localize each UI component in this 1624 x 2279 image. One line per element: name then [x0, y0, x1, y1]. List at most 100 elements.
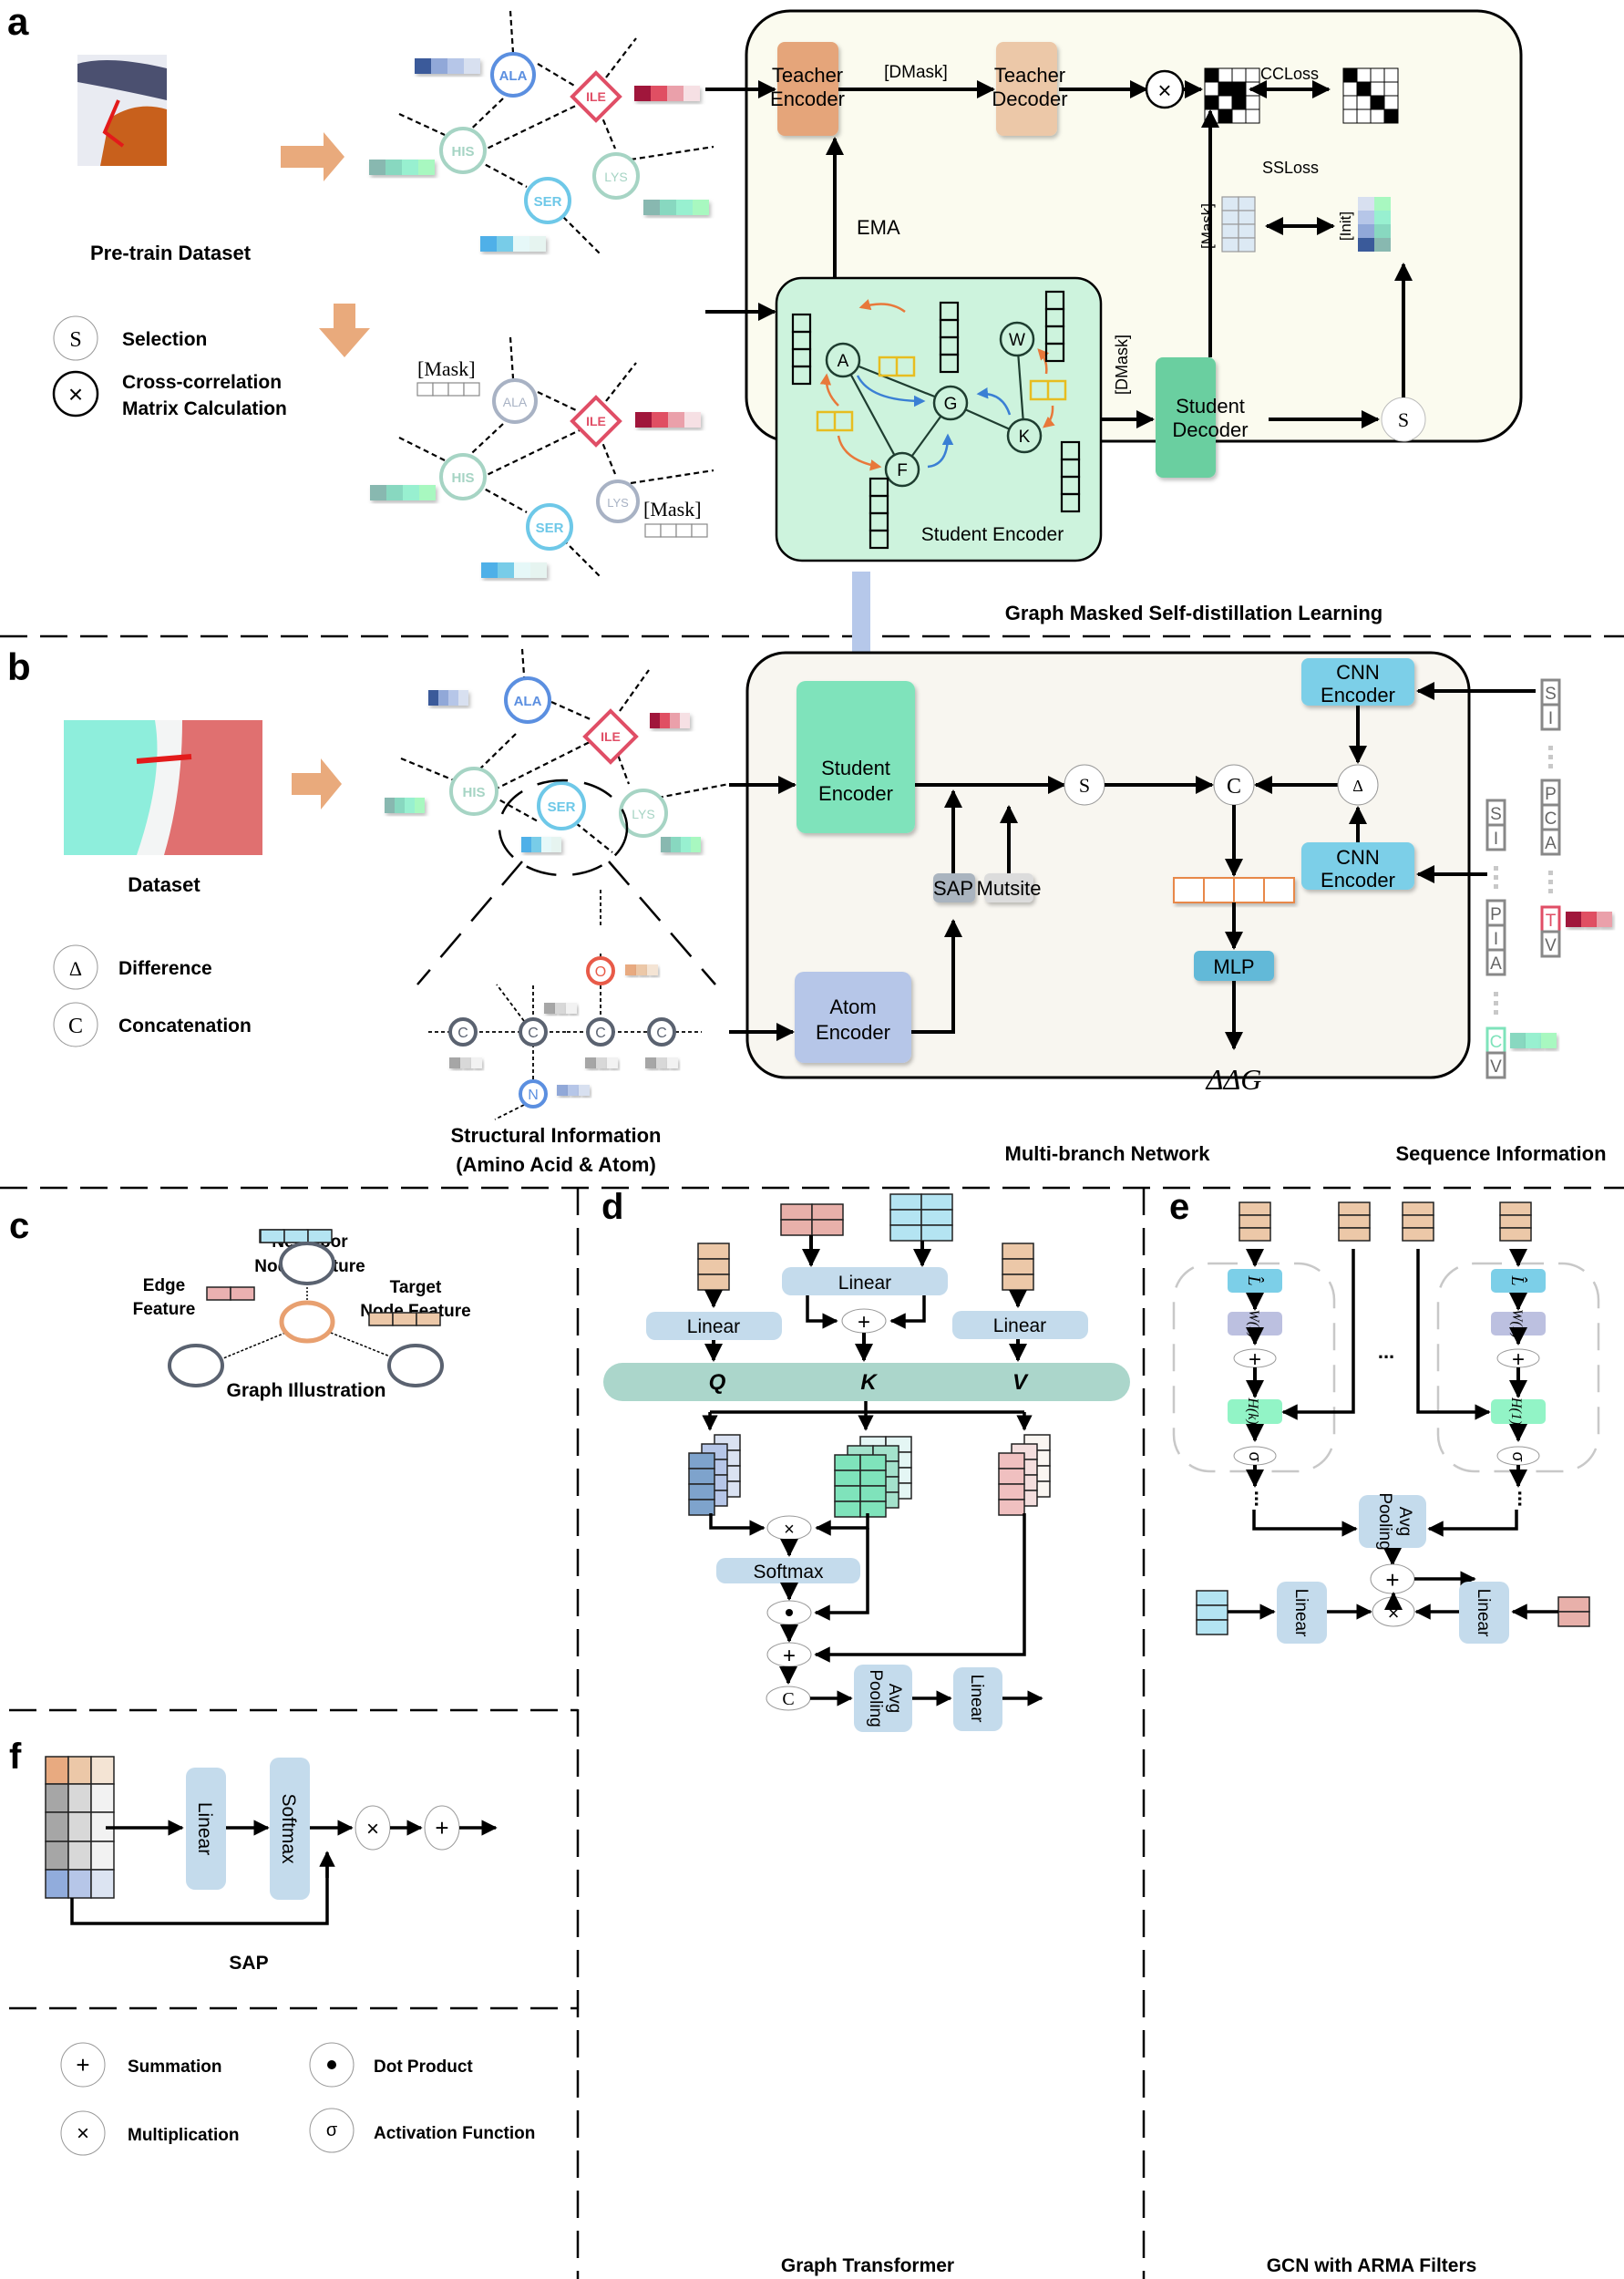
graph-node-label: G [944, 395, 958, 414]
feature-vector [650, 713, 690, 728]
atom-node [519, 1079, 548, 1109]
arrow [814, 1513, 1026, 1663]
sum-op: + [766, 1642, 812, 1668]
residue-cell [1540, 828, 1561, 856]
arma-inputs [1239, 1201, 1532, 1242]
input-feature-cell [1338, 1214, 1371, 1229]
panel-a: a Pre-train Dataset S Selection × Cross-… [7, 0, 1523, 686]
legend-multiplication: × Multiplication [60, 2110, 239, 2156]
head-cell [688, 1483, 715, 1500]
node-embedding-cell [1044, 342, 1065, 363]
concat-vector [1173, 877, 1295, 903]
node-label: LYS [632, 807, 654, 821]
block-label: Linear [967, 1675, 986, 1723]
mask-matrix [1221, 196, 1256, 253]
input-feature-cell [1239, 1227, 1271, 1242]
block-label: Linear [1474, 1589, 1493, 1637]
graph-node [932, 385, 969, 421]
v-label: V [1012, 1370, 1029, 1395]
ddg-output: ΔΔG [1205, 1063, 1262, 1096]
multiply-symbol: × [784, 1520, 795, 1540]
residue-letter: I [1548, 709, 1553, 728]
head-cell [859, 1485, 887, 1502]
q-label: Q [709, 1370, 726, 1395]
residue-graph-masked: ALA ILE HIS LYS SER [Mask] [Mask] [370, 336, 714, 578]
graph-node [387, 1344, 444, 1387]
delta-symbol: Δ [1352, 777, 1363, 795]
sequence-gap [1494, 875, 1498, 880]
residue-letter: A [1545, 834, 1557, 853]
legend-difference-label: Difference [118, 958, 212, 979]
node-his: HIS [439, 127, 487, 174]
node-ser [537, 781, 586, 830]
feature-vector [634, 86, 700, 101]
qkv-bar: Q K V [603, 1363, 1130, 1401]
graph-illustration [168, 1242, 444, 1387]
multiply-symbol: × [1388, 1602, 1400, 1624]
hidden-label: H(k) [1245, 1397, 1260, 1424]
node-ile: ILE [570, 395, 622, 448]
legend-concatenation: C Concatenation [53, 1002, 252, 1047]
target-label: Target [390, 1278, 442, 1297]
sequence-gap [1494, 866, 1498, 871]
node-label: ILE [586, 89, 606, 104]
query-input-vector [697, 1243, 730, 1291]
head-cell [834, 1454, 861, 1471]
arrow [1427, 1510, 1518, 1537]
graph-node-label: F [897, 461, 908, 480]
node-label: SER [534, 194, 562, 210]
ema-label: EMA [857, 216, 900, 239]
atom-label: C [457, 1026, 468, 1041]
arrow [709, 1513, 766, 1536]
panel-letter-d: d [601, 1187, 623, 1227]
peach-arrow-down-icon [319, 304, 370, 357]
residue-graph-top: ALA ILE HIS LYS SER [369, 10, 714, 254]
query-heads-stack [688, 1434, 741, 1516]
atom-feature-cell [656, 1057, 667, 1068]
node-lys: LYS [592, 152, 640, 200]
concat-op: C [1213, 764, 1255, 806]
atom-node [448, 1017, 478, 1047]
hidden-block [1491, 1399, 1546, 1424]
atom-feature-cell [568, 1085, 579, 1096]
matrix-cell [1218, 95, 1233, 110]
residue-letter: C [1545, 810, 1557, 829]
block-label: CNN [1336, 846, 1380, 869]
concat-op: C [766, 1686, 811, 1711]
matrix-cell [1342, 95, 1358, 110]
block-label: Teacher [772, 64, 843, 87]
multiply-op: × [766, 1515, 812, 1541]
arrow [814, 1528, 869, 1621]
node-label: ALA [514, 694, 542, 709]
block-label: Mutsite [977, 877, 1042, 900]
legend-label: Dot Product [374, 2057, 473, 2077]
sum-symbol: + [76, 2051, 89, 2078]
block-label: Avg [885, 1684, 904, 1713]
sigma-symbol: σ [1509, 1451, 1527, 1461]
laplacian-label: L̂ [1507, 1274, 1528, 1285]
multiply-symbol: × [366, 1817, 379, 1841]
structural-caption-2: (Amino Acid & Atom) [456, 1153, 656, 1176]
matrix-cell [1204, 81, 1219, 97]
matrix-cell [1245, 95, 1260, 110]
dot-symbol [327, 2060, 336, 2069]
edge-feature-boxes [816, 356, 1067, 432]
residue-cell [1540, 703, 1561, 731]
sap-linear-block: Linear [186, 1768, 226, 1890]
residue-letter: V [1490, 1057, 1502, 1077]
atom-feature-cell [667, 1057, 678, 1068]
sequence-gap [1548, 746, 1553, 750]
block-label: Linear [1291, 1589, 1311, 1637]
input-feature-cell [1402, 1201, 1434, 1216]
block-label: Linear [194, 1802, 215, 1855]
multi-branch-box [745, 651, 1471, 1079]
residue-letter: V [1545, 936, 1557, 955]
node-ile [582, 708, 639, 765]
mask-vector [644, 523, 708, 538]
graph-node [999, 321, 1035, 357]
panel-letter-b: b [7, 645, 31, 688]
atom-feature-cell [596, 1057, 607, 1068]
arma-branch: L̂W(1)+H(1)σ [1491, 1249, 1546, 1488]
residue-letter: I [1494, 830, 1498, 849]
dataset-protein-image [64, 720, 262, 855]
